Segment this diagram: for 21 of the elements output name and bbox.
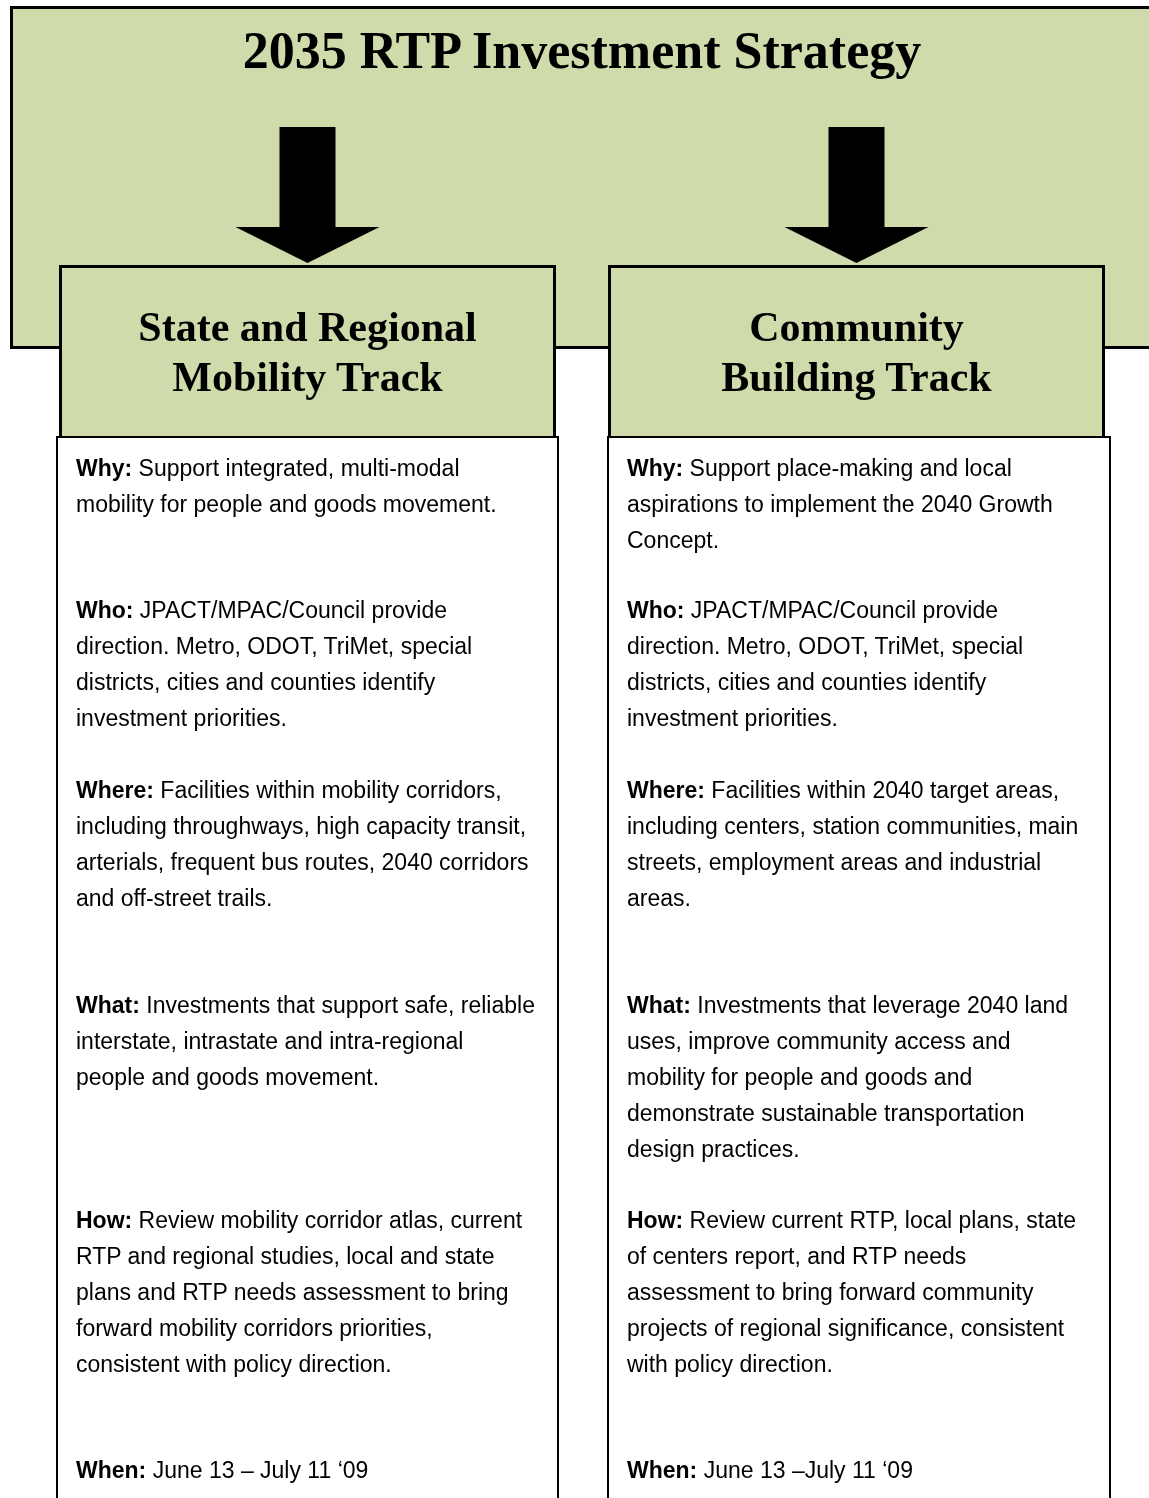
track-title: State and Regional Mobility Track <box>137 303 478 402</box>
paragraph: Where: Facilities within mobility corridors, including throughways, high capacity transit, arterials, frequent bus routes, 2040 corridors and off-street trails. <box>76 776 530 913</box>
paragraph: Who: JPACT/MPAC/Council provide direction. Metro, ODOT, TriMet, special districts, cities and counties identify investment priorities. <box>627 596 1025 733</box>
block-arrow <box>235 127 380 263</box>
paragraph: Who: JPACT/MPAC/Council provide direction. Metro, ODOT, TriMet, special districts, cities and counties identify investment priorities. <box>76 596 474 733</box>
paragraph: What: Investments that leverage 2040 land uses, improve community access and mobility for people and goods and demonstrate sustainable transportation design practices. <box>627 991 1070 1164</box>
paragraph: Why: Support place-making and local aspirations to implement the 2040 Growth Concept. <box>627 454 1054 555</box>
track-details-box <box>607 436 1111 1498</box>
paragraph: Why: Support integrated, multi-modal mobility for people and goods movement. <box>76 454 498 519</box>
paragraph: When: June 13 –July 11 ‘09 <box>627 1456 914 1485</box>
paragraph: What: Investments that support safe, reliable interstate, intrastate and intra-regional people and goods movement. <box>76 991 536 1092</box>
paragraph: How: Review current RTP, local plans, state of centers report, and RTP needs assessment to bring forward community projects of regional significance, consistent with policy direction. <box>627 1206 1078 1379</box>
track-header-box <box>608 265 1105 439</box>
title: 2035 RTP Investment Strategy <box>241 21 923 80</box>
paragraph: Where: Facilities within 2040 target areas, including centers, station communities, main streets, employment areas and industrial areas. <box>627 776 1080 913</box>
block-arrow <box>784 127 929 263</box>
track-details-box <box>56 436 559 1498</box>
paragraph: How: Review mobility corridor atlas, current RTP and regional studies, local and state plans and RTP needs assessment to bring forward mobility corridors priorities, consistent with policy direction. <box>76 1206 524 1379</box>
track-header-box <box>59 265 556 439</box>
track-title: Community Building Track <box>720 303 993 402</box>
paragraph: When: June 13 – July 11 ‘09 <box>76 1456 370 1485</box>
